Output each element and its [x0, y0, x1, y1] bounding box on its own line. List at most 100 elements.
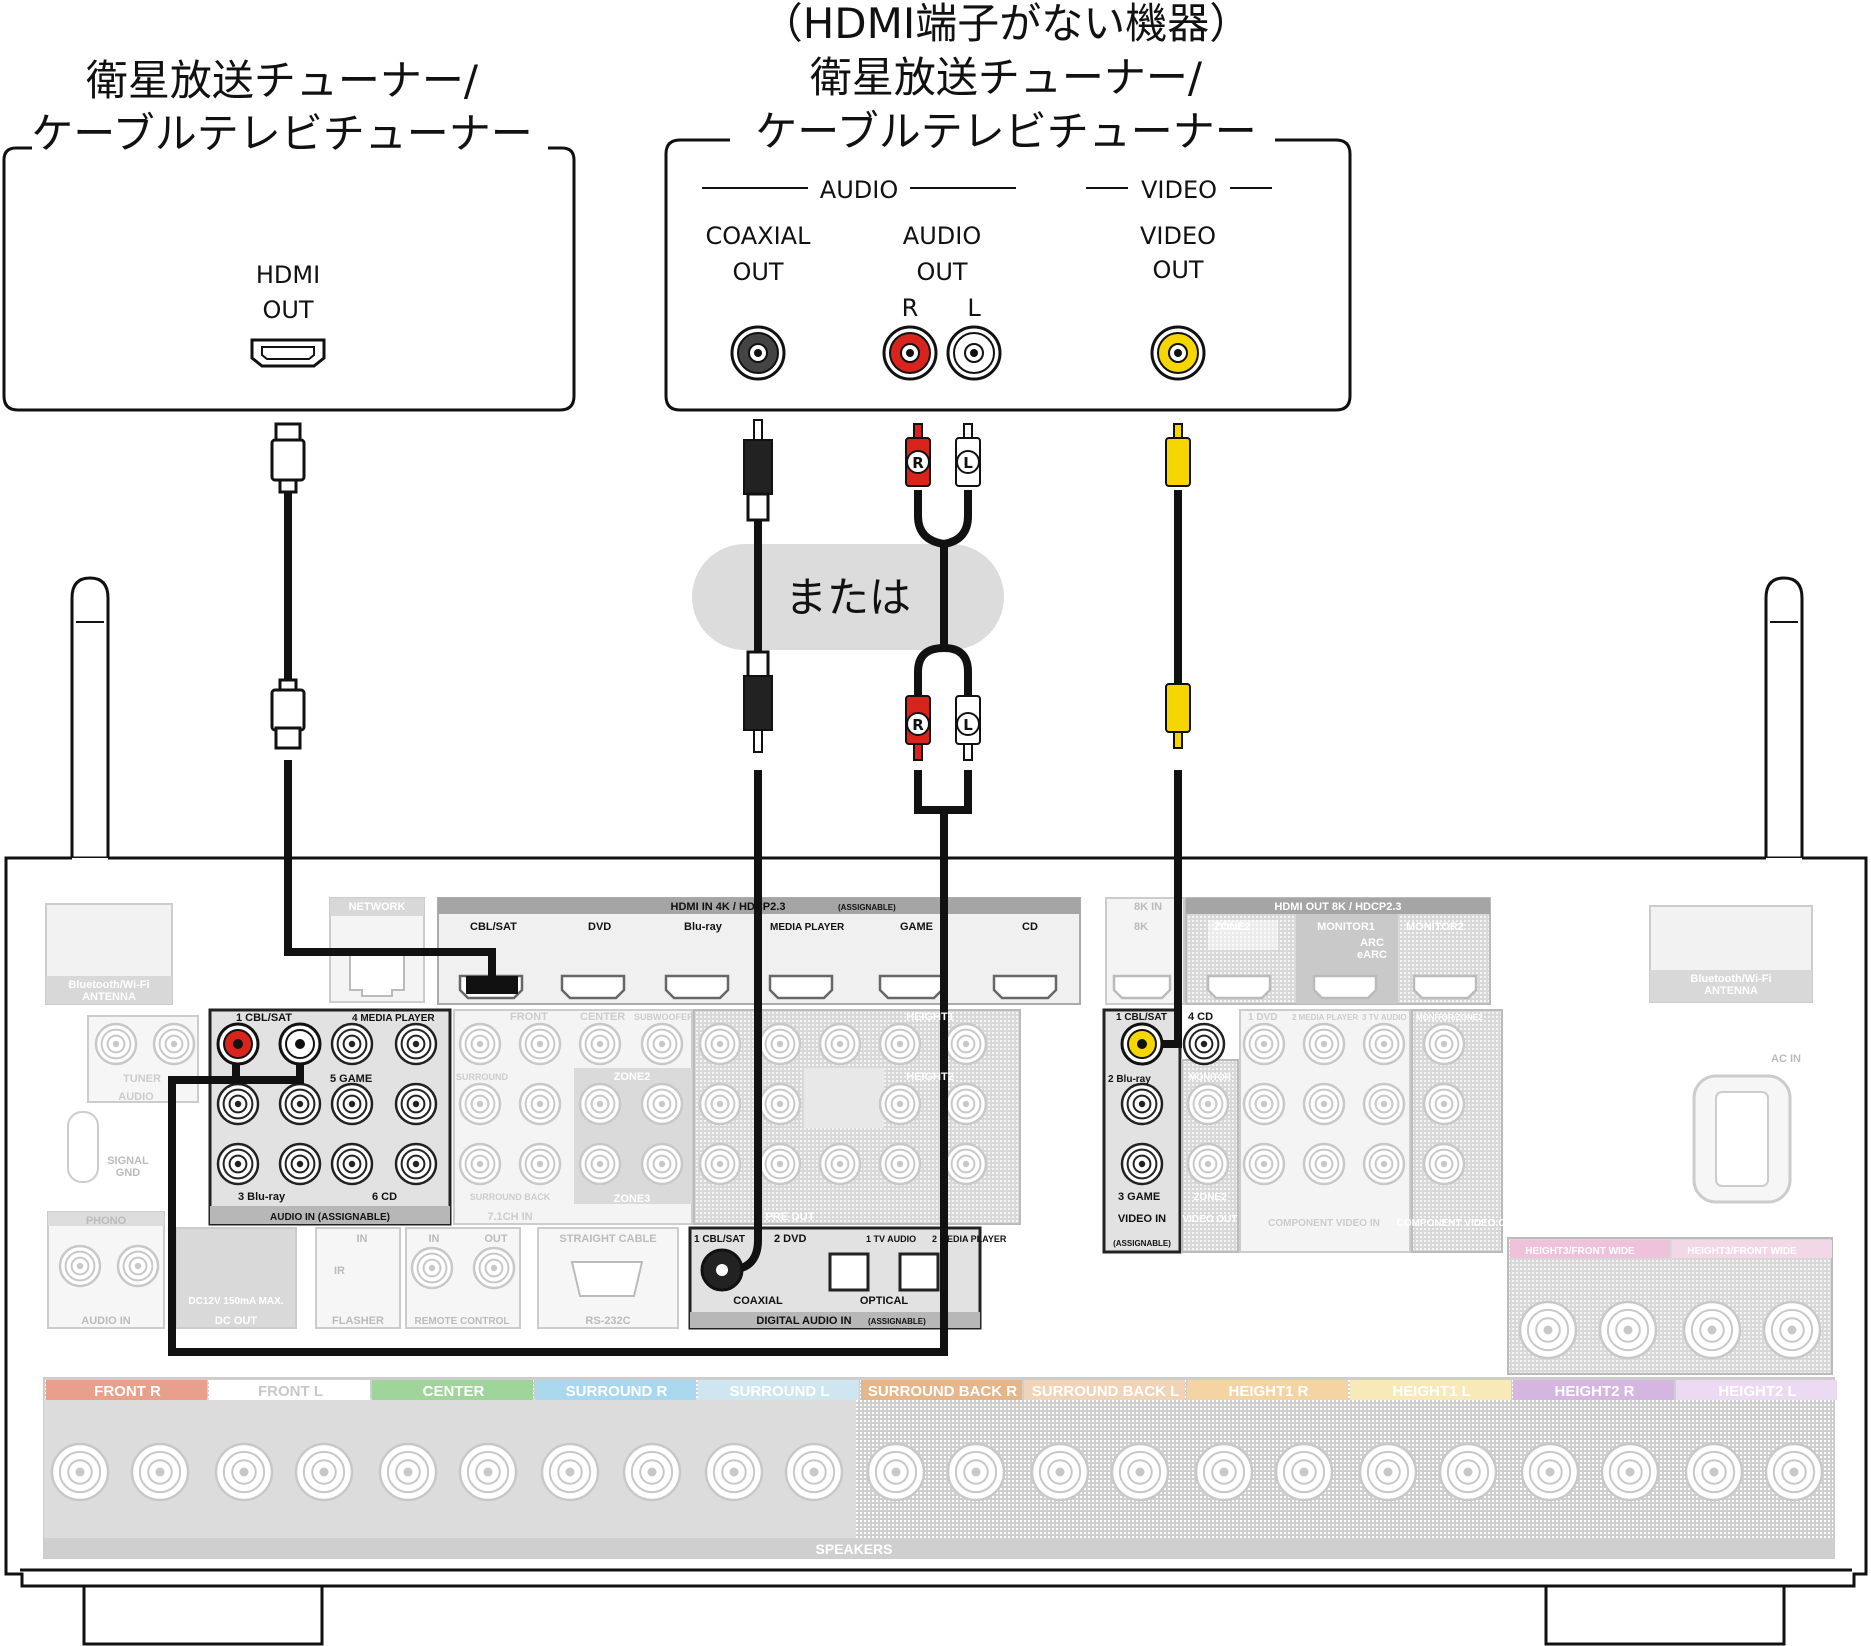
dig-header: DIGITAL AUDIO IN [756, 1315, 851, 1327]
rca-jack-icon [1762, 1300, 1822, 1360]
rca-jack-icon [578, 1142, 622, 1186]
ch71-label: 7.1CH IN [487, 1211, 532, 1223]
surround-back-label: SURROUND BACK [470, 1192, 551, 1202]
hdmi-in-6: CD [1022, 921, 1038, 933]
rca-jack-icon [784, 1442, 844, 1502]
rca-jack-icon [944, 1142, 988, 1186]
rca-jack-icon [818, 1022, 862, 1066]
rca-jack-icon [214, 1442, 274, 1502]
rca-jack-icon [1362, 1142, 1406, 1186]
hdmi-in-2: DVD [588, 921, 611, 933]
rca-jack-icon [518, 1142, 562, 1186]
audio-label-2: OUT [916, 258, 967, 286]
rca-jack-icon [330, 1142, 374, 1186]
video-in-label: VIDEO IN [1118, 1213, 1166, 1225]
rca-jack-icon [1764, 1442, 1824, 1502]
audio-in-l-jack-icon [278, 1022, 322, 1066]
rca-jack-icon [518, 1082, 562, 1126]
video-out-label: VIDEO OUT [1182, 1214, 1237, 1225]
tuner-audio-label: AUDIO [118, 1091, 154, 1103]
speaker-label-text: HEIGHT1 R [1228, 1383, 1308, 1400]
rca-jack-icon [94, 1022, 138, 1066]
rca-jack-icon [698, 1082, 742, 1126]
plug-r-bottom: R [912, 716, 924, 734]
speaker-label-text: SURROUND BACK R [868, 1383, 1017, 1400]
speaker-label-chip [1676, 1380, 1837, 1400]
vin-2: 2 Blu-ray [1108, 1074, 1151, 1085]
speaker-label-text: FRONT L [258, 1383, 323, 1400]
coaxial-cable [700, 419, 773, 1292]
dig-coaxial: COAXIAL [733, 1295, 783, 1307]
signal-gnd-1: SIGNAL [107, 1155, 149, 1167]
rca-jack-icon [378, 1442, 438, 1502]
rca-jack-icon [758, 1142, 802, 1186]
audio-out-l-jack-icon [946, 325, 1002, 381]
rca-jack-icon [1242, 1022, 1286, 1066]
hdmi-in-header: HDMI IN 4K / HDCP2.3 [671, 901, 786, 913]
rca-jack-icon [758, 1082, 802, 1126]
zone2-area-label: ZONE2 [614, 1071, 651, 1083]
phono-label: PHONO [86, 1215, 127, 1227]
rca-jack-icon [58, 1244, 102, 1288]
coaxial-label-1: COAXIAL [706, 222, 812, 250]
rca-jack-icon [578, 1082, 622, 1126]
rca-jack-icon [878, 1142, 922, 1186]
dig-3: 1 TV AUDIO [866, 1234, 916, 1244]
speaker-label-text: SURROUND L [730, 1383, 830, 1400]
rca-jack-icon [1520, 1442, 1580, 1502]
rca-jack-icon [294, 1442, 354, 1502]
remote-in: IN [429, 1233, 440, 1245]
rca-jack-icon [640, 1082, 684, 1126]
hdmi-in-1: CBL/SAT [470, 921, 517, 933]
hdmi-out-monitor2: MONITOR2 [1406, 921, 1464, 933]
dig-2: 2 DVD [774, 1233, 806, 1245]
rca-jack-icon [394, 1142, 438, 1186]
coaxial-label-2: OUT [732, 258, 783, 286]
rca-jack-icon [878, 1082, 922, 1126]
rca-jack-icon [330, 1022, 374, 1066]
group-video-label: VIDEO [1141, 176, 1217, 204]
rca-jack-icon [640, 1022, 684, 1066]
hdmi-out-arc: ARC [1360, 937, 1384, 949]
hdmi-cable [270, 422, 518, 994]
speaker-label-text: SURROUND R [566, 1383, 668, 1400]
speaker-label-chip [1513, 1380, 1674, 1400]
video-in-jack-icon [1120, 1022, 1164, 1066]
speaker-label-text: CENTER [423, 1383, 485, 1400]
rs232c-label: RS-232C [585, 1315, 630, 1327]
rca-jack-icon [458, 1082, 502, 1126]
speaker-label-chip [372, 1380, 533, 1400]
rca-jack-icon [116, 1244, 160, 1288]
rca-jack-icon [540, 1442, 600, 1502]
component-video-out: COMPONENT VIDEO OUT [1397, 1218, 1520, 1229]
rca-jack-icon [1682, 1300, 1742, 1360]
rca-jack-icon [698, 1142, 742, 1186]
rca-jack-icon [1182, 1022, 1226, 1066]
ain-4: 4 MEDIA PLAYER [352, 1013, 435, 1024]
rca-jack-icon [1186, 1142, 1230, 1186]
left-port-label-1: HDMI [256, 261, 320, 289]
rca-jack-icon [704, 1442, 764, 1502]
flasher-label: FLASHER [332, 1315, 384, 1327]
rca-jack-icon [518, 1022, 562, 1066]
hdmi-in-5: GAME [900, 921, 933, 933]
rca-jack-icon [1598, 1300, 1658, 1360]
rca-jack-icon [278, 1082, 322, 1126]
hdmi-out-port-icon [250, 338, 326, 368]
height1-label: HEIGHT1 [906, 1011, 954, 1023]
hdmi-in-4: MEDIA PLAYER [770, 922, 845, 933]
comp-2: 2 MEDIA PLAYER [1292, 1013, 1358, 1022]
rca-jack-icon [1684, 1442, 1744, 1502]
rca-jack-icon [1362, 1082, 1406, 1126]
rca-jack-icon [758, 1022, 802, 1066]
flasher-ir: IR [334, 1265, 345, 1277]
speaker-label-text: FRONT R [94, 1383, 161, 1400]
ain-6: 6 CD [372, 1191, 397, 1203]
rca-jack-icon [946, 1442, 1006, 1502]
comp-3: 3 TV AUDIO [1362, 1013, 1407, 1022]
speaker-label-chip [209, 1380, 370, 1400]
audio-out-r-jack-icon [882, 325, 938, 381]
ac-in-label: AC IN [1771, 1053, 1801, 1065]
speaker-label-text: HEIGHT2 L [1718, 1383, 1796, 1400]
rca-jack-icon [1120, 1082, 1164, 1126]
